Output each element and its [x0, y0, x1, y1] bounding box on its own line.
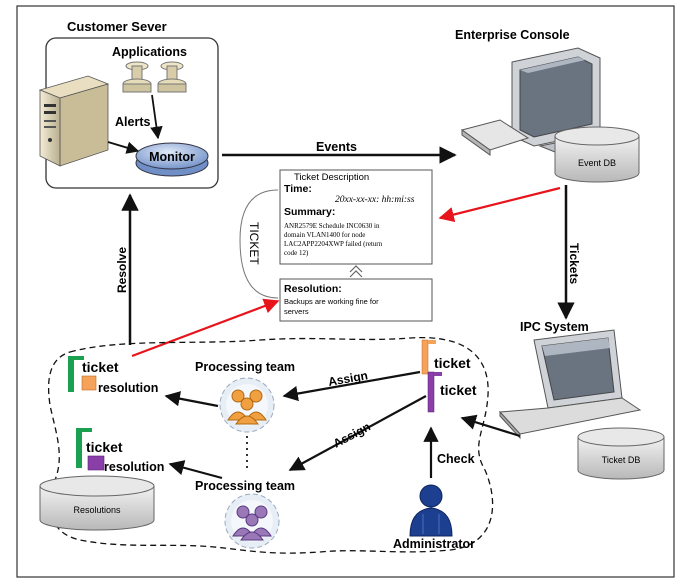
processing-team-1-label: Processing team: [195, 360, 295, 374]
ticket-resolution-pair-1: ticket resolution: [68, 356, 158, 395]
tickets-label: Tickets: [567, 243, 581, 284]
processing-team-2: Processing team: [195, 479, 295, 549]
assign-arrow-1: [282, 370, 421, 402]
enterprise-console-group: Enterprise Console Event DB: [455, 28, 640, 183]
ticket-description-box: [279, 169, 433, 265]
chevron-up-icon: [349, 265, 363, 278]
resolution-2-label: resolution: [104, 460, 164, 474]
ipc-to-tickets-arrow: [460, 414, 521, 438]
team2-to-resolution-arrow: [168, 460, 223, 480]
assign-arrow-2: [288, 395, 427, 471]
applications-label: Applications: [112, 45, 187, 59]
purple-bar-4: [427, 371, 435, 413]
ipc-system-group: IPC System Ticket DB: [498, 320, 665, 480]
orange-bar-3: [421, 339, 429, 375]
ticket-resolution-pair-2: ticket resolution: [76, 428, 164, 474]
eventdb-to-ticket-red-arrow: [438, 186, 561, 223]
ticket-db-icon: Ticket DB: [577, 427, 665, 480]
green-bar-1: [68, 356, 74, 392]
ticket-1-label: ticket: [82, 359, 119, 375]
ticket-stack: ticket ticket: [421, 339, 477, 413]
ticket-side-label: TICKET: [247, 222, 261, 265]
resolution-box: [279, 278, 433, 322]
alerts-label: Alerts: [115, 115, 150, 129]
ticket-bracket: [239, 189, 279, 299]
ticket-db-label: Ticket DB: [602, 455, 641, 465]
summary-line-2: domain VLAN1400 for node: [284, 231, 365, 239]
ticket-description-title: Ticket Description: [294, 172, 369, 183]
resolutions-db-icon: Resolutions: [39, 475, 155, 531]
team1-to-resolution-arrow: [164, 391, 219, 408]
administrator-icon: [409, 484, 453, 537]
resolve-label: Resolve: [115, 247, 129, 293]
event-db-label: Event DB: [578, 158, 616, 168]
administrator-label: Administrator: [393, 537, 475, 551]
processing-team-2-label: Processing team: [195, 479, 295, 493]
summary-label: Summary:: [284, 206, 335, 218]
time-label: Time:: [284, 183, 312, 195]
application-2-icon: [157, 61, 187, 93]
time-value: 20xx-xx-xx: hh:mi:ss: [335, 195, 415, 205]
resolution-label: Resolution:: [284, 283, 342, 295]
ipc-system-title: IPC System: [520, 320, 589, 334]
resolution-line-2: servers: [284, 307, 309, 316]
orange-square-1: [81, 375, 97, 391]
server-to-monitor-arrow: [107, 141, 140, 154]
resolution-red-arrow: [131, 298, 280, 358]
server-tower-icon: [38, 75, 110, 167]
summary-line-3: LAC2APP2204XWP failed (return: [284, 240, 383, 248]
monitor-label: Monitor: [149, 150, 195, 164]
events-label: Events: [316, 140, 357, 154]
ticket-4-label: ticket: [440, 382, 477, 398]
app-to-monitor-arrow: [150, 94, 163, 140]
customer-server-title: Customer Sever: [67, 19, 167, 34]
resolution-line-1: Backups are working fine for: [284, 297, 379, 306]
customer-server-group: Customer Sever Applications Alerts: [38, 19, 219, 189]
ticket-panel: TICKET Ticket Description Time: 20xx-xx-…: [239, 169, 433, 322]
team-gear-1-icon: [219, 377, 275, 433]
resolutions-db-label: Resolutions: [73, 505, 121, 515]
purple-square-2: [87, 455, 105, 471]
resolution-1-label: resolution: [98, 381, 158, 395]
green-bar-2: [76, 428, 82, 468]
application-1-icon: [122, 61, 152, 93]
ticket-3-label: ticket: [434, 355, 471, 371]
summary-line-4: code 12): [284, 249, 309, 257]
processing-team-1: Processing team: [195, 360, 295, 433]
enterprise-console-title: Enterprise Console: [455, 28, 570, 42]
check-label: Check: [437, 452, 475, 466]
laptop-icon: [498, 329, 642, 440]
team-gear-2-icon: [224, 493, 280, 549]
event-db-icon: Event DB: [554, 126, 640, 183]
assign-label-1: Assign: [327, 368, 369, 389]
monitor-node: Monitor: [135, 142, 209, 177]
ticket-2-label: ticket: [86, 439, 123, 455]
summary-line-1: ANR2579E Schedule INC0630 in: [284, 222, 380, 230]
